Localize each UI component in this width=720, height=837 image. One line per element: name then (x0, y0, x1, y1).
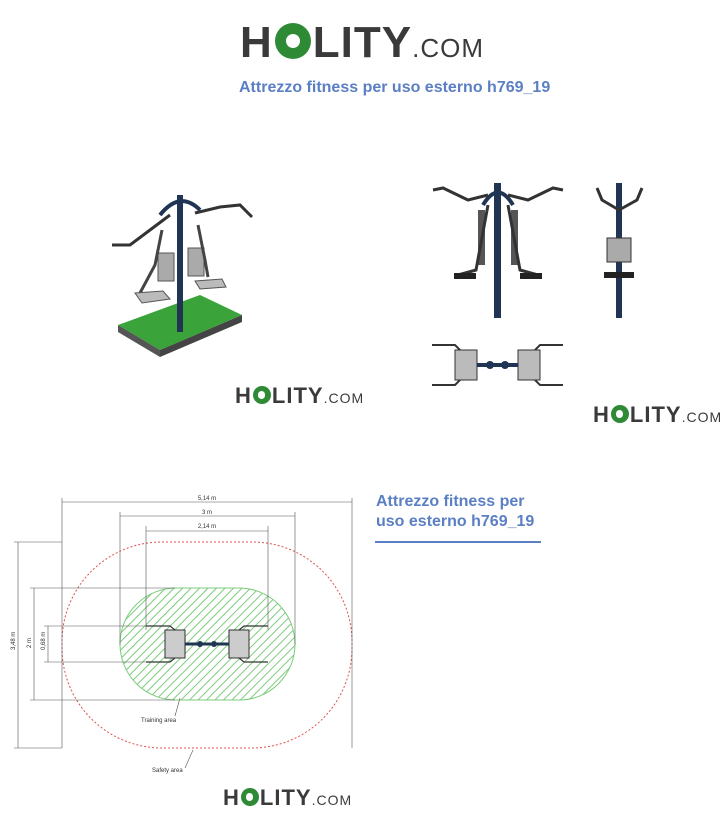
front-view-drawing (432, 183, 564, 318)
dim-inner-label: 2,14 m (198, 524, 216, 530)
logo-letter-h: H (235, 383, 252, 408)
logo-com: .COM (681, 409, 720, 425)
side-title-line-1: Attrezzo fitness per (376, 493, 525, 510)
logo-letter-h: H (593, 402, 610, 427)
equipment-3d-image (112, 195, 254, 357)
logo-o-icon (274, 23, 311, 59)
dim-v-inner-label: 0,68 m (41, 632, 47, 650)
training-area-label: Training area (141, 718, 177, 724)
logo-text: LITY (629, 402, 682, 427)
dim-v-mid-label: 2 m (27, 638, 33, 648)
logo-letter-h: H (223, 785, 240, 810)
dim-mid-label: 3 m (202, 510, 212, 516)
title-underline (375, 541, 541, 543)
dim-v-outer-label: 3,48 m (11, 632, 17, 650)
logo-letter-h: H (240, 18, 273, 67)
logo-small-1: H LITY .COM (235, 383, 364, 409)
logo-text: LITY (271, 383, 324, 408)
page-title: Attrezzo fitness per uso esterno h769_19 (239, 79, 551, 96)
logo-text: LITY (312, 18, 413, 67)
logo-text: LITY (259, 785, 312, 810)
logo-o-icon (252, 386, 271, 404)
logo-small-3: H LITY .COM (223, 785, 352, 811)
side-title-line-2: uso esterno h769_19 (376, 513, 535, 530)
logo-com: .COM (323, 390, 365, 406)
logo-o-icon (240, 788, 259, 806)
logo-small-2: H LITY .COM (593, 402, 720, 428)
logo-com: .COM (412, 33, 484, 63)
safety-area-label: Safety area (152, 768, 183, 774)
side-view-drawing (595, 183, 644, 318)
top-view-drawing (432, 344, 563, 386)
installation-plan-drawing: 5,14 m 3 m 2,14 m 3,48 m 2 m 0,68 m Trai… (11, 496, 353, 774)
side-title: Attrezzo fitness per uso esterno h769_19 (376, 492, 534, 532)
logo-com: .COM (311, 792, 353, 808)
main-logo: H LITY .COM (240, 18, 484, 68)
dim-outer-label: 5,14 m (198, 496, 216, 502)
logo-o-icon (610, 405, 629, 423)
